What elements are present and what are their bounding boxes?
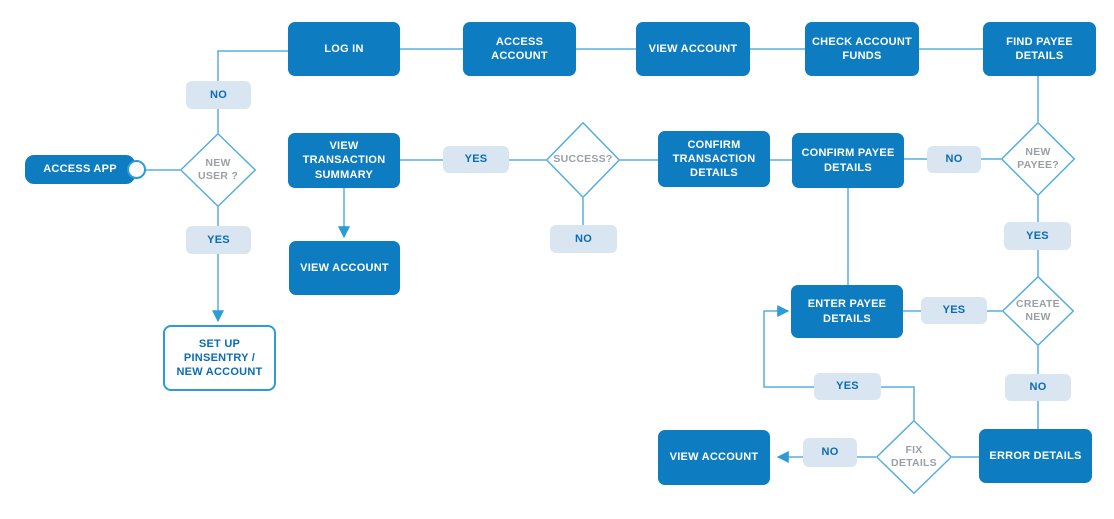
node-confirm-transaction-details: CONFIRM TRANSACTION DETAILS xyxy=(658,131,770,187)
diamond-shape xyxy=(876,420,952,494)
decision-success: SUCCESS? xyxy=(546,122,620,198)
node-label: ENTER PAYEE DETAILS xyxy=(807,298,887,325)
node-view-account-mid: VIEW ACCOUNT xyxy=(289,241,400,295)
edge-label-create-new-no: NO xyxy=(1005,374,1071,401)
decision-label: NEW PAYEE? xyxy=(1017,145,1059,171)
node-log-in: LOG IN xyxy=(288,22,400,76)
decision-create-new: CREATE NEW xyxy=(1002,276,1074,346)
node-enter-payee-details: ENTER PAYEE DETAILS xyxy=(791,285,903,338)
node-find-payee-details: FIND PAYEE DETAILS xyxy=(983,22,1096,76)
edge-label-text: NO xyxy=(945,153,963,166)
decision-label: CREATE NEW xyxy=(1016,297,1060,323)
node-check-account-funds: CHECK ACCOUNT FUNDS xyxy=(805,22,919,76)
edge-label-success-no: NO xyxy=(550,225,617,253)
edge-label-summary-yes: YES xyxy=(443,146,509,173)
edge-label-text: NO xyxy=(575,232,592,245)
node-label: ERROR DETAILS xyxy=(989,449,1082,462)
decision-label: NEW USER ? xyxy=(197,156,238,182)
diamond-shape xyxy=(180,133,256,207)
node-label: CONFIRM PAYEE DETAILS xyxy=(801,147,895,174)
node-label: ACCESS ACCOUNT xyxy=(491,35,548,62)
node-view-account-bottom: VIEW ACCOUNT xyxy=(658,430,770,485)
node-view-account-top: VIEW ACCOUNT xyxy=(636,22,750,76)
decision-fix-details: FIX DETAILS xyxy=(876,420,952,494)
node-set-up-pinsentry: SET UP PINSENTRY / NEW ACCOUNT xyxy=(163,325,276,391)
decision-label: FIX DETAILS xyxy=(891,443,937,469)
node-label: LOG IN xyxy=(324,42,364,55)
edge-label-new-user-no: NO xyxy=(186,81,251,109)
edge-label-create-new-yes: YES xyxy=(921,297,987,324)
edge-label-payee-no: NO xyxy=(927,146,981,173)
edge-label-text: NO xyxy=(821,446,839,459)
edge-label-new-user-yes: YES xyxy=(186,226,251,254)
edge-label-text: YES xyxy=(1026,229,1049,242)
node-label: FIND PAYEE DETAILS xyxy=(1006,35,1073,62)
edge-label-text: YES xyxy=(464,153,488,166)
node-label: VIEW ACCOUNT xyxy=(300,261,389,274)
node-label: SET UP PINSENTRY / NEW ACCOUNT xyxy=(176,337,263,379)
node-confirm-payee-details: CONFIRM PAYEE DETAILS xyxy=(792,133,904,188)
node-access-app: ACCESS APP xyxy=(25,155,135,184)
diamond-shape xyxy=(1001,122,1075,196)
node-label: ACCESS APP xyxy=(43,163,117,176)
edge-label-text: NO xyxy=(210,88,227,101)
node-label: VIEW ACCOUNT xyxy=(648,42,738,55)
node-label: VIEW ACCOUNT xyxy=(669,451,759,464)
edge-label-text: NO xyxy=(1029,381,1047,394)
diamond-shape xyxy=(546,122,620,198)
node-label: VIEW TRANSACTION SUMMARY xyxy=(302,140,386,181)
diamond-shape xyxy=(1002,276,1074,346)
node-error-details: ERROR DETAILS xyxy=(979,429,1092,483)
edge-label-new-payee-yes: YES xyxy=(1004,222,1071,250)
edge-label-text: YES xyxy=(207,233,230,246)
node-view-transaction-summary: VIEW TRANSACTION SUMMARY xyxy=(288,133,400,188)
edge-label-text: YES xyxy=(836,380,859,393)
edge-label-fix-details-no: NO xyxy=(803,438,857,467)
node-label: CHECK ACCOUNT FUNDS xyxy=(811,35,912,62)
decision-new-payee: NEW PAYEE? xyxy=(1001,122,1075,196)
connector-port-circle xyxy=(127,160,146,179)
decision-label: SUCCESS? xyxy=(553,153,613,166)
edge-label-text: YES xyxy=(942,304,966,317)
edge-label-fix-details-yes: YES xyxy=(814,373,881,400)
decision-new-user: NEW USER ? xyxy=(180,133,256,207)
node-access-account: ACCESS ACCOUNT xyxy=(463,22,576,76)
node-label: CONFIRM TRANSACTION DETAILS xyxy=(672,138,756,180)
